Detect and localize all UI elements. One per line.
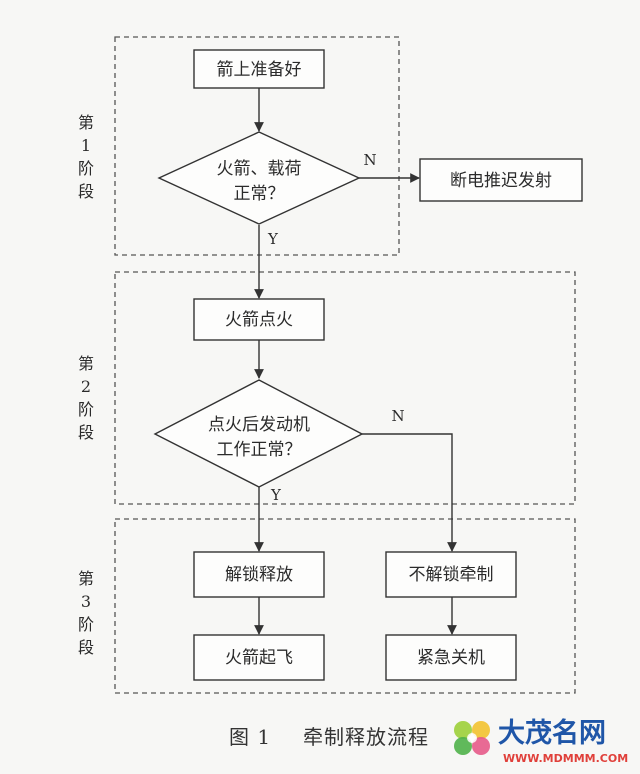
figure-title: 牵制释放流程 [303, 725, 429, 749]
watermark-url: WWW.MDMMM.COM [503, 752, 628, 765]
svg-text:段: 段 [78, 423, 94, 442]
clover-logo-icon [454, 721, 490, 755]
svg-text:正常？: 正常？ [234, 184, 285, 204]
edge-engine-no-to-hold [362, 433, 457, 552]
node-no-unlock-hold: 不解锁牵制 [385, 551, 517, 598]
svg-text:点火后发动机: 点火后发动机 [208, 415, 310, 435]
svg-text:1: 1 [81, 136, 91, 155]
stage-2-frame [114, 271, 576, 505]
svg-text:2: 2 [81, 377, 91, 396]
svg-text:第: 第 [78, 569, 94, 588]
svg-text:断电推迟发射: 断电推迟发射 [450, 171, 552, 191]
branch-label-yes-1: Y [267, 230, 279, 248]
svg-text:3: 3 [81, 592, 91, 611]
svg-text:段: 段 [78, 182, 94, 201]
branch-label-no-1: N [363, 151, 376, 169]
stage-1-label: 第 1 阶 段 [78, 113, 94, 201]
svg-text:工作正常？: 工作正常？ [217, 440, 302, 460]
watermark-text: 大茂名网 [498, 717, 606, 749]
svg-text:第: 第 [78, 113, 94, 132]
svg-text:紧急关机: 紧急关机 [417, 648, 485, 668]
stage-2-label: 第 2 阶 段 [78, 354, 94, 442]
svg-text:火箭起飞: 火箭起飞 [225, 648, 293, 668]
watermark: 大茂名网 WWW.MDMMM.COM [454, 717, 628, 765]
svg-text:阶: 阶 [78, 615, 94, 634]
decision-engine-normal: 点火后发动机 工作正常？ [153, 379, 364, 488]
svg-text:解锁释放: 解锁释放 [225, 565, 293, 585]
branch-label-yes-2: Y [270, 486, 282, 504]
node-rocket-ready: 箭上准备好 [193, 49, 325, 89]
svg-text:火箭点火: 火箭点火 [225, 310, 293, 330]
svg-text:箭上准备好: 箭上准备好 [217, 60, 302, 80]
svg-text:段: 段 [78, 638, 94, 657]
stage-3-frame [114, 518, 576, 694]
svg-text:火箭、载荷: 火箭、载荷 [217, 159, 302, 179]
svg-text:第: 第 [78, 354, 94, 373]
stage-3-label: 第 3 阶 段 [78, 569, 94, 657]
node-unlock-release: 解锁释放 [193, 551, 325, 598]
svg-text:阶: 阶 [78, 159, 94, 178]
figure-number: 图 1 [229, 725, 271, 749]
node-ignite: 火箭点火 [193, 298, 325, 341]
decision-rocket-payload-normal: 火箭、载荷 正常？ [157, 131, 361, 225]
svg-text:阶: 阶 [78, 400, 94, 419]
node-liftoff: 火箭起飞 [193, 634, 325, 681]
node-emergency-shutdown: 紧急关机 [385, 634, 517, 681]
branch-label-no-2: N [391, 407, 404, 425]
svg-text:不解锁牵制: 不解锁牵制 [409, 565, 494, 585]
node-power-off-delay-launch: 断电推迟发射 [419, 158, 583, 202]
stage-1-frame [114, 36, 400, 256]
